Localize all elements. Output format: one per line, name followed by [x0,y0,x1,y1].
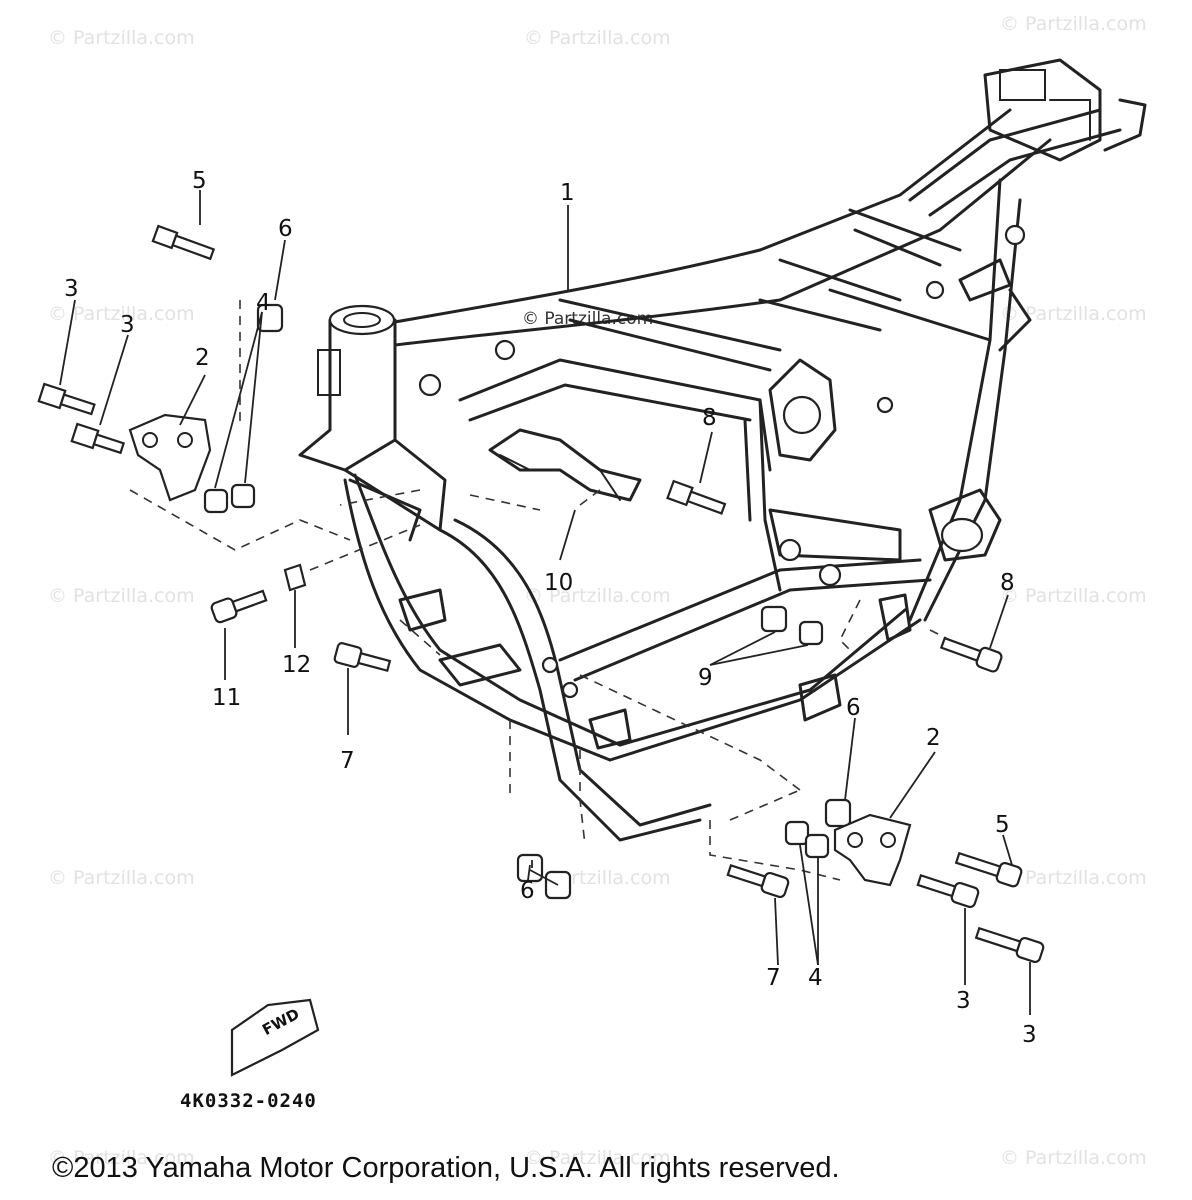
callout-3: 3 [120,312,135,338]
callout-3: 3 [1022,1022,1037,1048]
watermark: © Partzilla.com [1000,867,1147,889]
callout-5: 5 [192,168,207,194]
watermark: © Partzilla.com [1000,585,1147,607]
callout-8: 8 [702,405,717,431]
callout-9: 9 [698,665,713,691]
watermark: © Partzilla.com [48,585,195,607]
watermarks: © Partzilla.com © Partzilla.com © Partzi… [48,13,1147,1169]
watermark: © Partzilla.com [524,585,671,607]
diagram-code: 4K0332-0240 [180,1090,317,1112]
callout-5: 5 [995,812,1010,838]
callout-8: 8 [1000,570,1015,596]
callouts: 1 5 6 3 3 2 4 8 10 8 11 12 9 7 6 2 5 6 7… [64,168,1037,1048]
callout-3: 3 [64,276,79,302]
callout-3: 3 [956,988,971,1014]
callout-4: 4 [256,290,271,316]
callout-4: 4 [808,965,823,991]
frame-drawing [298,58,1147,842]
callout-2: 2 [926,725,941,751]
watermark: © Partzilla.com [48,303,195,325]
callout-6: 6 [278,216,293,242]
fasteners [37,224,1045,964]
watermark: © Partzilla.com [1000,1147,1147,1169]
callout-2: 2 [195,345,210,371]
callout-10: 10 [544,570,573,596]
watermark: © Partzilla.com [48,867,195,889]
callout-7: 7 [340,748,355,774]
part-10-bracket [488,428,642,502]
forward-arrow-icon: FWD [230,998,320,1077]
callout-6: 6 [520,878,535,904]
watermark: © Partzilla.com [48,27,195,49]
callout-7: 7 [766,965,781,991]
watermark: © Partzilla.com [524,1147,671,1169]
watermark: © Partzilla.com [524,27,671,49]
callout-6: 6 [846,695,861,721]
callout-12: 12 [282,652,311,678]
watermark: © Partzilla.com [1000,303,1147,325]
watermark: © Partzilla.com [1000,13,1147,35]
copyright-notice: ©2013 Yamaha Motor Corporation, U.S.A. A… [52,1152,840,1184]
watermark: © Partzilla.com [48,1147,195,1169]
callout-1: 1 [560,180,575,206]
callout-11: 11 [212,685,241,711]
leader-lines [59,190,1031,1015]
